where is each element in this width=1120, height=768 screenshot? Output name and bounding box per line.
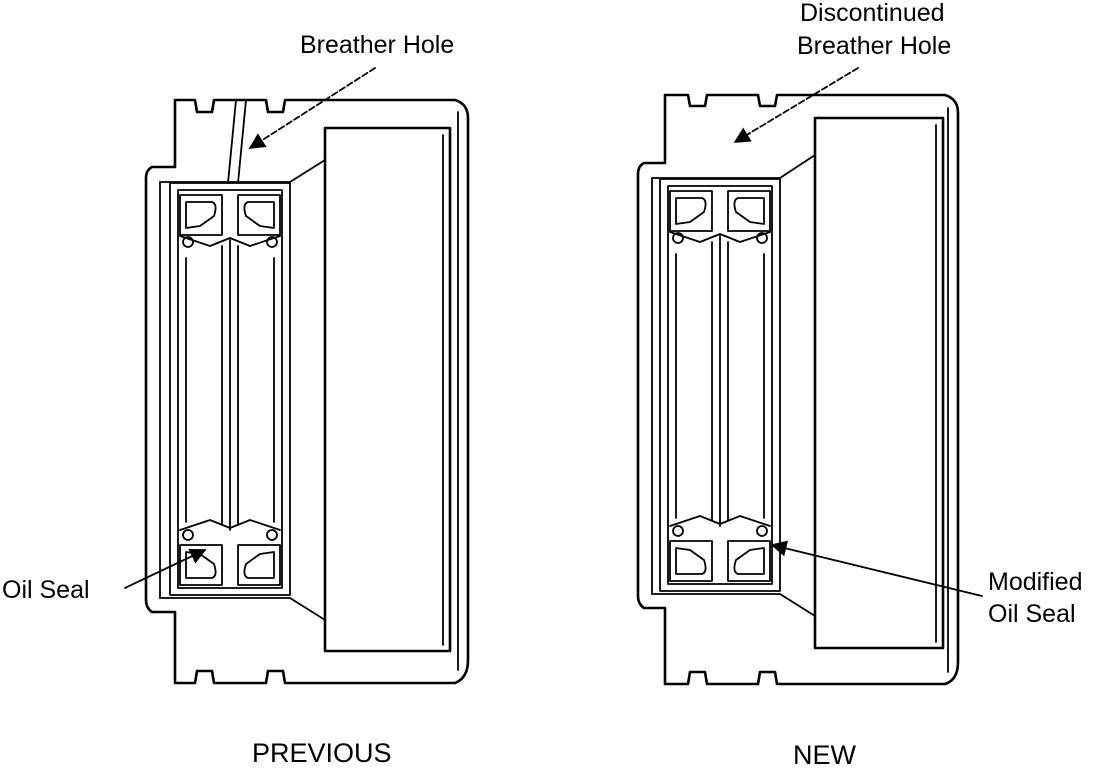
previous-oil-seal-bottom bbox=[179, 519, 281, 586]
modified-oil-seal-leader bbox=[770, 540, 983, 597]
previous-assembly bbox=[144, 98, 470, 685]
new-oil-seal-bottom bbox=[669, 515, 771, 582]
oil-seal-leader bbox=[124, 548, 207, 589]
breather-hole-leader bbox=[248, 67, 376, 149]
caption-new: NEW bbox=[793, 740, 857, 768]
modified-label-line2: Oil Seal bbox=[988, 600, 1076, 628]
previous-housing bbox=[144, 98, 470, 685]
discontinued-label-line2: Breather Hole bbox=[797, 32, 951, 60]
previous-insert-block bbox=[323, 126, 452, 653]
modified-label-line1: Modified bbox=[988, 568, 1083, 596]
discontinued-label-line1: Discontinued bbox=[800, 0, 945, 27]
new-housing bbox=[636, 93, 960, 686]
discontinued-breather-hole-leader bbox=[733, 67, 859, 143]
oil-seal-label: Oil Seal bbox=[2, 576, 90, 604]
new-oil-seal-top bbox=[669, 190, 771, 244]
breather-hole-channel bbox=[227, 99, 247, 184]
new-assembly bbox=[636, 93, 960, 686]
previous-oil-seal-top bbox=[179, 194, 281, 248]
caption-previous: PREVIOUS bbox=[252, 738, 392, 768]
breather-hole-label: Breather Hole bbox=[300, 31, 454, 59]
new-insert-block bbox=[813, 116, 945, 650]
